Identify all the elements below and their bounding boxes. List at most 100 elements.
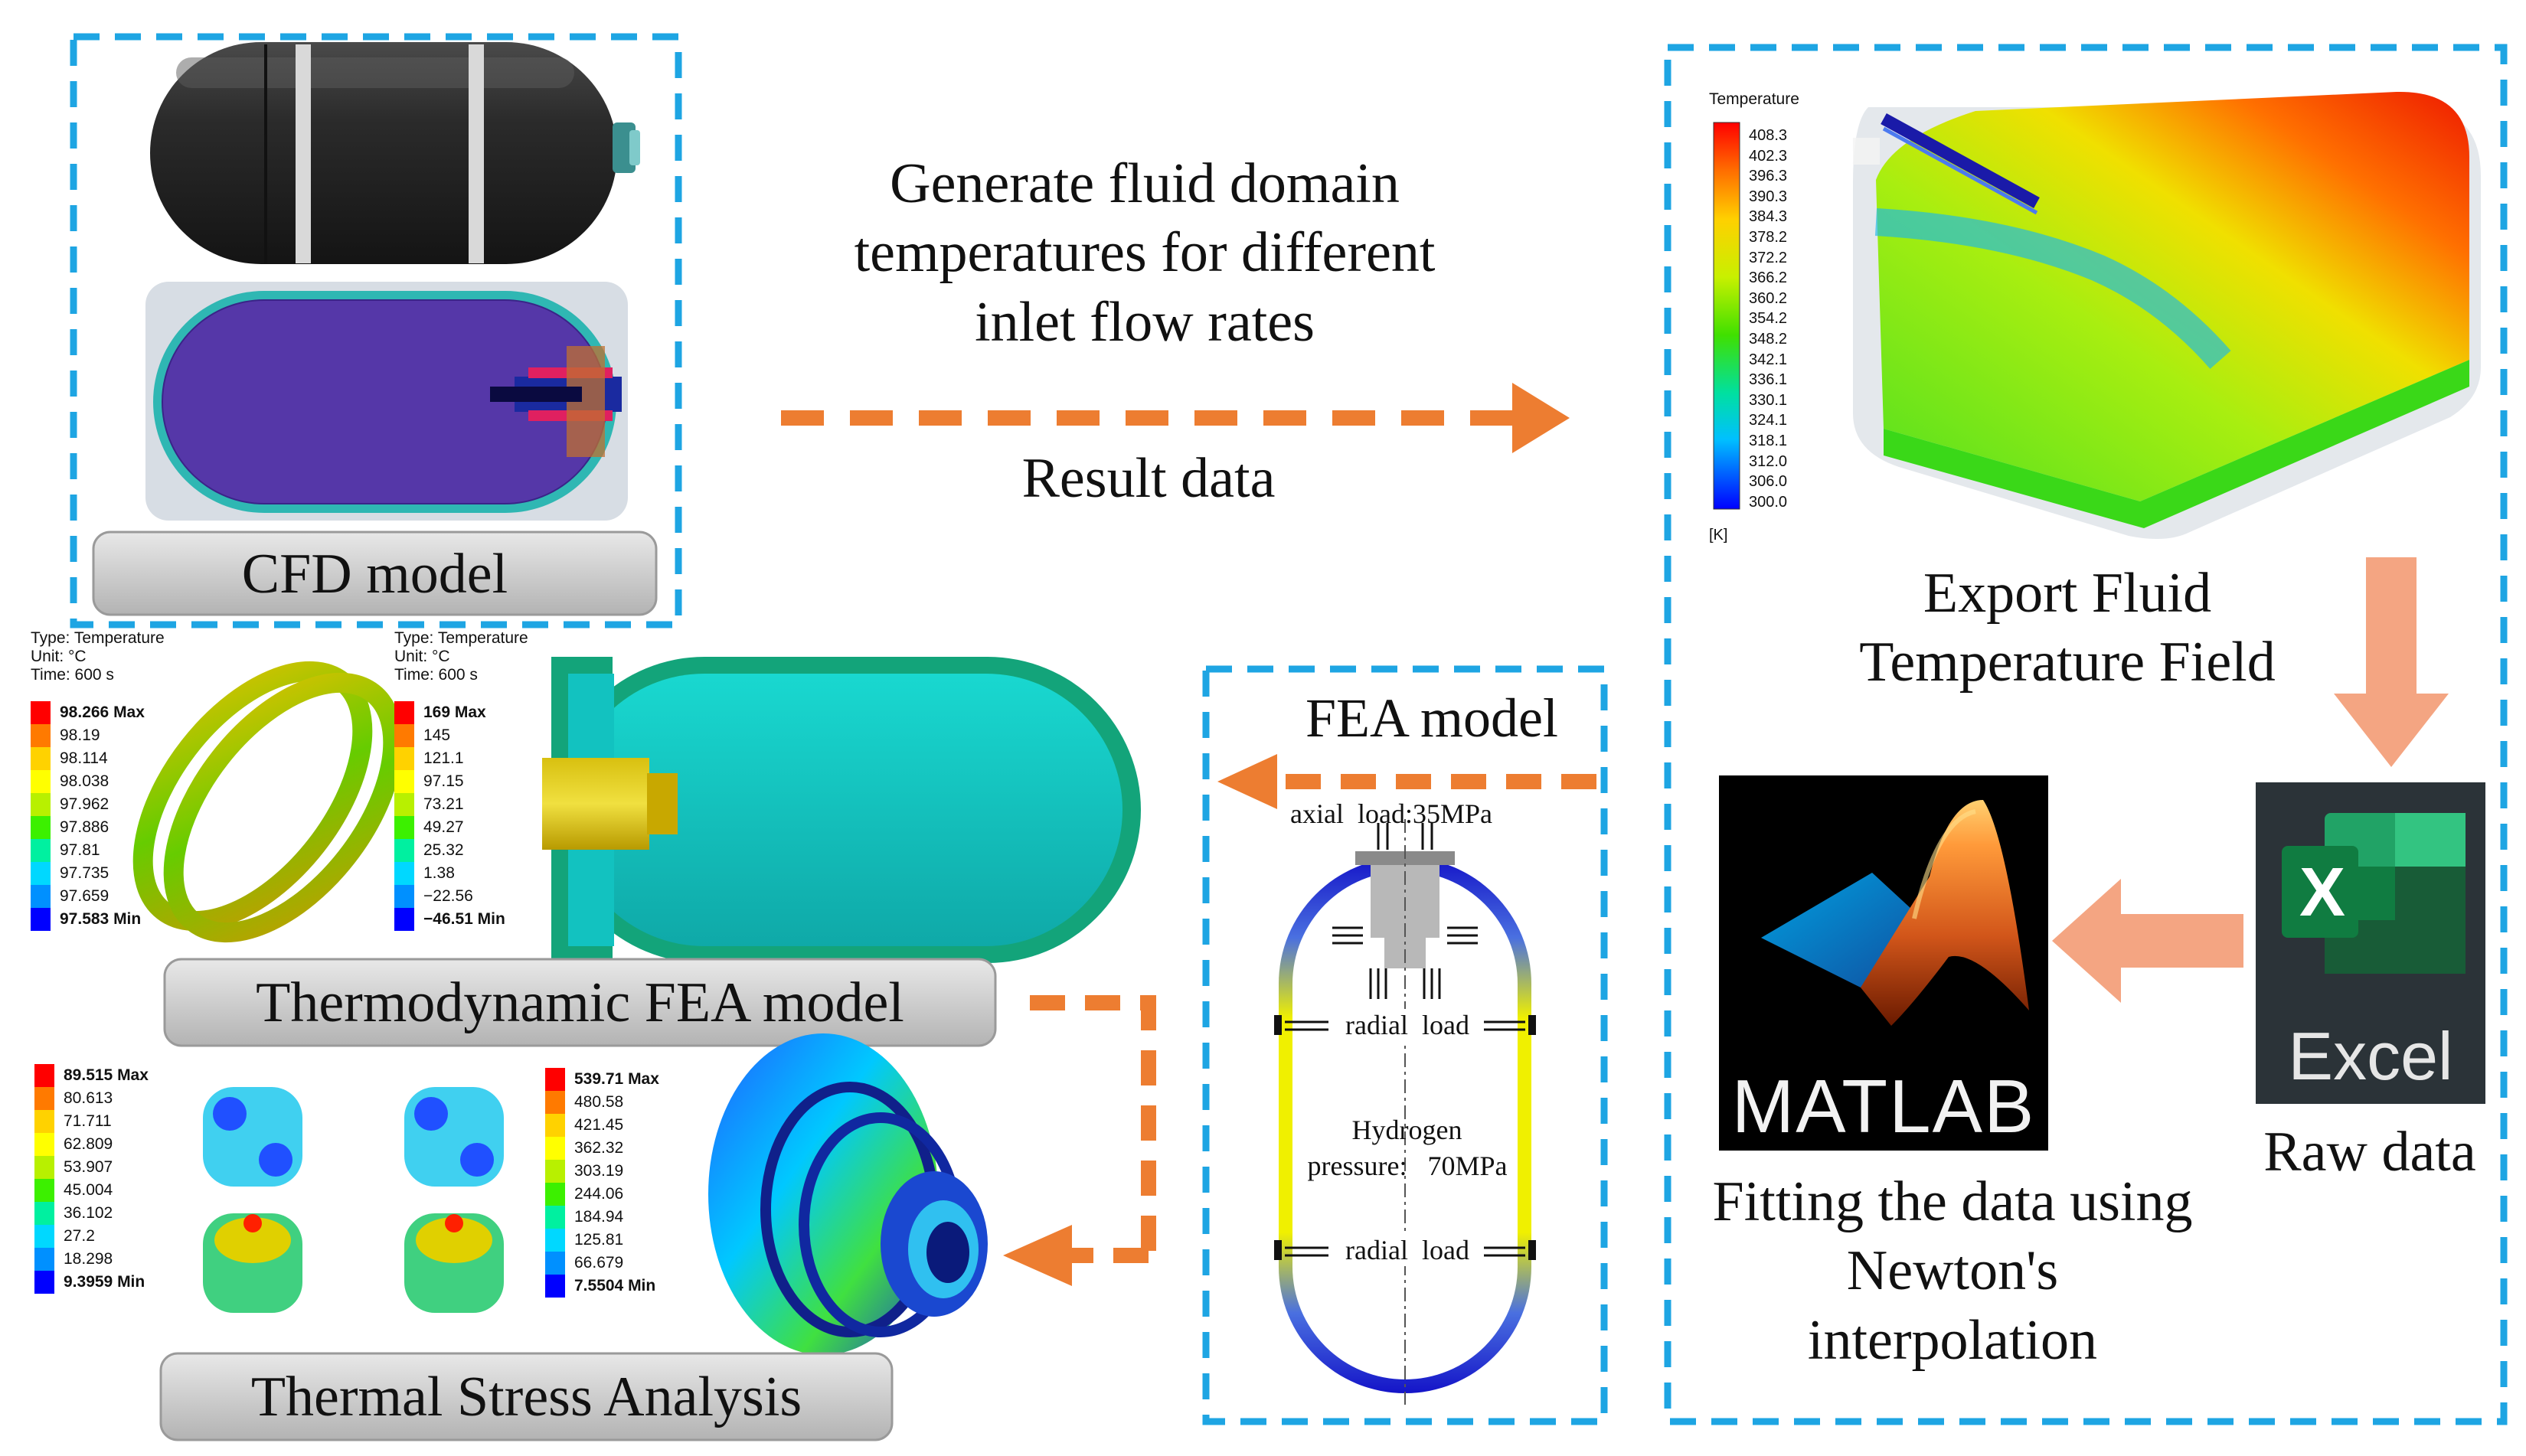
matlab-caption-line-1: Fitting the data using	[1712, 1170, 2193, 1233]
thermo-legend-b-row: 145	[394, 724, 563, 747]
stress-legend-b-value: 539.71 Max	[574, 1070, 659, 1088]
stress-legend-a-swatch	[34, 1225, 54, 1248]
stress-legend-b-row: 125.81	[545, 1229, 714, 1252]
stress-legend-b-swatch	[545, 1275, 565, 1298]
thermo-legend-b-value: −22.56	[423, 887, 473, 905]
temperature-tick-label: 378.2	[1749, 229, 1788, 246]
fea-axial-load: axial load:35MPa	[1290, 798, 1492, 829]
thermo-legend-a-value: 97.962	[60, 795, 109, 813]
thermo-legend-a-swatch	[31, 885, 51, 908]
temperature-colorbar	[1713, 122, 1740, 510]
thermo-legend-a-row: 97.735	[31, 862, 199, 885]
stress-legend-b-value: 244.06	[574, 1185, 624, 1203]
thermo-legend-b-value: 73.21	[423, 795, 464, 813]
stress-legend-b-row: 244.06	[545, 1183, 714, 1206]
thermo-legend-b-swatch	[394, 885, 414, 908]
thermo-legend-a-rows: 98.266 Max 98.19 98.114 98.038 97.962 97.886 9…	[31, 701, 199, 931]
thermo-legend-b-row: 121.1	[394, 747, 563, 770]
stress-legend-b-swatch	[545, 1160, 565, 1183]
export-caption-line-2: Temperature Field	[1859, 631, 2276, 694]
stress-legend-b-value: 125.81	[574, 1231, 624, 1249]
arrow-top-line-2: temperatures for different	[854, 221, 1436, 285]
fea-arrow-left	[1217, 754, 1596, 809]
stress-legend-b-row: 539.71 Max	[545, 1068, 714, 1091]
stress-legend-a-row: 27.2	[34, 1225, 203, 1248]
thermo-legend-a-row: 98.038	[31, 770, 199, 793]
thermo-legend-a-value: 97.735	[60, 864, 109, 882]
temperature-tick-label: 396.3	[1749, 168, 1788, 185]
stress-legend-b-swatch	[545, 1206, 565, 1229]
stress-legend-a-row: 89.515 Max	[34, 1064, 203, 1087]
thermo-legend-a-value: 97.659	[60, 887, 109, 905]
thermo-legend-a-swatch	[31, 862, 51, 885]
thermo-rings	[132, 661, 404, 943]
temperature-tick-label: 306.0	[1749, 473, 1788, 491]
thermo-legend-a-swatch	[31, 701, 51, 724]
fea-model-title: FEA model	[1305, 687, 1558, 749]
stress-legend-a-row: 71.711	[34, 1110, 203, 1133]
stress-legend-a-value: 53.907	[64, 1158, 113, 1176]
arrow-top-line-1: Generate fluid domain	[890, 152, 1400, 215]
cfd-model-label: CFD model	[241, 543, 508, 606]
thermo-legend-b-row: 1.38	[394, 862, 563, 885]
thermo-legend-b-row: −22.56	[394, 885, 563, 908]
thermo-legend-a-value: 97.81	[60, 841, 100, 859]
thermo-legend-b-swatch	[394, 770, 414, 793]
stress-legend-b-row: 66.679	[545, 1252, 714, 1275]
export-caption-line-1: Export Fluid	[1923, 562, 2212, 625]
stress-legend-b-value: 7.5504 Min	[574, 1277, 656, 1294]
thermo-legend-b-row: −46.51 Min	[394, 908, 563, 931]
thermo-legend-b-value: 145	[423, 726, 451, 744]
thermo-legend-a-value: 97.886	[60, 818, 109, 836]
stress-legend-a-swatch	[34, 1271, 54, 1294]
thermo-label: Thermodynamic FEA model	[256, 971, 904, 1034]
stress-legend-b-row: 421.45	[545, 1114, 714, 1137]
stress-legend-b-swatch	[545, 1252, 565, 1275]
fea-radial-load-top: radial load	[1331, 1009, 1484, 1041]
stress-legend-a-swatch	[34, 1110, 54, 1133]
thermo-legend-b-value: 25.32	[423, 841, 464, 859]
thermo-legend-b-swatch	[394, 747, 414, 770]
thermo-legend-a-value: 98.19	[60, 726, 100, 744]
thermo-legend-a-swatch	[31, 747, 51, 770]
temperature-tick-label: 342.1	[1749, 351, 1788, 368]
stress-boss-part	[708, 1033, 988, 1355]
stress-legend-a-row: 36.102	[34, 1202, 203, 1225]
stress-legend-a-value: 71.711	[64, 1112, 112, 1130]
thermo-legend-a-value: 98.114	[60, 749, 108, 767]
thermo-legend-b-unit: Unit: °C	[394, 648, 450, 665]
thermo-legend-a-row: 97.81	[31, 839, 199, 862]
thermo-legend-a-row: 97.962	[31, 793, 199, 816]
fea-dashed-frame	[1202, 665, 1608, 1425]
temperature-tick-label: 300.0	[1749, 493, 1788, 511]
stress-legend-a-value: 45.004	[64, 1181, 113, 1199]
stress-legend-a-swatch	[34, 1087, 54, 1110]
export-caption: Export Fluid Temperature Field	[1753, 559, 2381, 697]
export-dashed-frame	[1664, 44, 2508, 1425]
thermo-legend-a-value: 98.266 Max	[60, 704, 145, 721]
stress-cross-sections	[203, 1087, 504, 1313]
stress-legend-b-value: 303.19	[574, 1162, 624, 1180]
temperature-tick-label: 324.1	[1749, 412, 1788, 429]
thermo-legend-b-row: 49.27	[394, 816, 563, 839]
arrow-top-caption: Generate fluid domain temperatures for d…	[781, 149, 1508, 357]
excel-caption: Raw data	[2263, 1121, 2476, 1183]
matlab-caption-line-3: interpolation	[1807, 1308, 2098, 1372]
stress-legend-b-value: 66.679	[574, 1254, 624, 1272]
thermo-legend-a-type: Type: Temperature	[31, 629, 165, 647]
stress-legend-b-swatch	[545, 1183, 565, 1206]
thermo-legend-b-time: Time: 600 s	[394, 666, 478, 684]
fea-hydrogen: Hydrogen	[1351, 1115, 1462, 1145]
thermo-legend-b-type: Type: Temperature	[394, 629, 528, 647]
stress-legend-a-value: 9.3959 Min	[64, 1273, 145, 1291]
temperature-legend-unit: [K]	[1709, 527, 1728, 544]
temperature-tick-label: 336.1	[1749, 371, 1788, 389]
thermo-legend-b-value: −46.51 Min	[423, 910, 505, 928]
thermo-legend-b-swatch	[394, 816, 414, 839]
thermo-legend-b-swatch	[394, 724, 414, 747]
arrow-to-stress	[1003, 995, 1156, 1286]
temperature-tick-label: 408.3	[1749, 127, 1788, 144]
thermo-legend-a-row: 97.659	[31, 885, 199, 908]
